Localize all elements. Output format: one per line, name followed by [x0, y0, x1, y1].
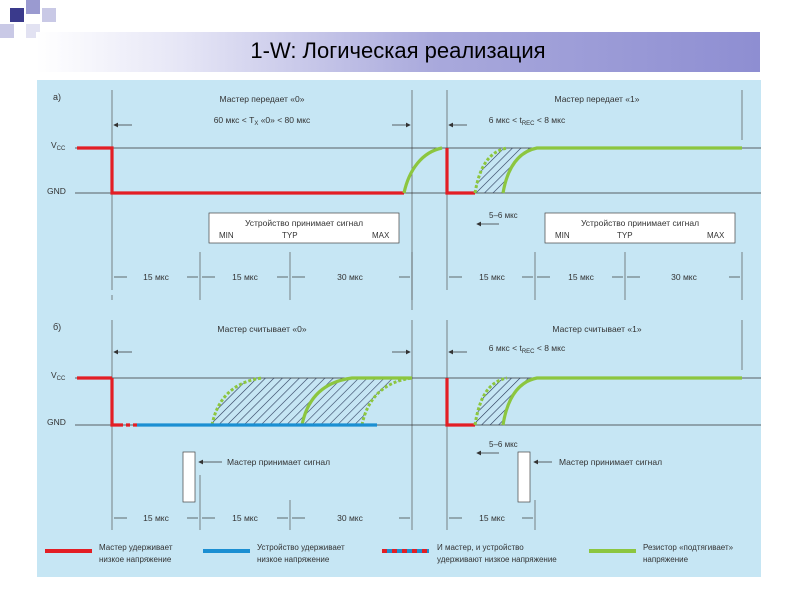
master-receives-text-2: Мастер принимает сигнал: [559, 457, 662, 467]
master-reads-1: Мастер считывает «1»: [552, 324, 641, 334]
min-label-2: MIN: [555, 231, 570, 240]
legend-device-line1: Устройство удерживает: [257, 543, 345, 552]
duration-30-b: 30 мкс: [337, 513, 363, 523]
max-label-1: MAX: [372, 231, 390, 240]
vcc-label-a: VCC: [51, 140, 66, 152]
typ-label-1: TYP: [282, 231, 298, 240]
duration-30-a1: 30 мкс: [337, 272, 363, 282]
duration-15-a1: 15 мкс: [143, 272, 169, 282]
typ-label-2: TYP: [617, 231, 633, 240]
master-sample-window-1: [182, 451, 196, 503]
corner-square-4: [0, 24, 14, 38]
master-sends-0: Мастер передает «0»: [220, 94, 305, 104]
duration-15-b2: 15 мкс: [232, 513, 258, 523]
duration-30-a2: 30 мкс: [671, 272, 697, 282]
duration-15-b3: 15 мкс: [479, 513, 505, 523]
title-band: [36, 32, 760, 72]
timing-1a: 6 мкс < tREC < 8 мкс: [489, 115, 566, 127]
vcc-label-b: VCC: [51, 370, 66, 382]
corner-square-2: [26, 0, 40, 14]
legend-pullup-line1: Резистор «подтягивает»: [643, 543, 734, 552]
legend-master-line1: Мастер удерживает: [99, 543, 173, 552]
rise-hatch-area-b: [475, 378, 537, 425]
duration-15-a3: 15 мкс: [479, 272, 505, 282]
device-receives-text-2: Устройство принимает сигнал: [581, 218, 699, 228]
pullup-curve-b1: [210, 376, 263, 426]
section-a-label: а): [53, 92, 61, 102]
master-receives-text-1: Мастер принимает сигнал: [227, 457, 330, 467]
pullup-curve-b3: [360, 376, 413, 426]
master-reads-0: Мастер считывает «0»: [217, 324, 306, 334]
pullup-curve-b2: [300, 376, 412, 426]
legend-both-line2: удерживают низкое напряжение: [437, 555, 557, 564]
pullup-curve-b4: [473, 376, 508, 426]
master-low-b0: [110, 378, 119, 427]
legend-pullup-line2: напряжение: [643, 555, 689, 564]
master-sends-1: Мастер передает «1»: [555, 94, 640, 104]
section-b-label: б): [53, 322, 61, 332]
legend-device-line2: низкое напряжение: [257, 555, 330, 564]
master-low-signal-0: [77, 146, 404, 195]
max-label-2: MAX: [707, 231, 725, 240]
pullup-curve-b5: [501, 376, 742, 426]
rise-hatch-area-a: [475, 148, 537, 193]
gap-label-b: 5–6 мкс: [489, 440, 518, 449]
duration-15-a2: 15 мкс: [232, 272, 258, 282]
legend-master-line2: низкое напряжение: [99, 555, 172, 564]
device-receives-box-1: [208, 212, 400, 244]
gnd-label-b: GND: [47, 417, 66, 427]
duration-15-a4: 15 мкс: [568, 272, 594, 282]
master-sample-window-2: [517, 451, 531, 503]
slide-title: 1-W: Логическая реализация: [250, 38, 546, 63]
pullup-curve-1b: [501, 146, 742, 194]
timing-0: 60 мкс < TX «0» < 80 мкс: [214, 115, 311, 127]
timing-1b: 6 мкс < tREC < 8 мкс: [489, 343, 566, 355]
device-receives-text-1: Устройство принимает сигнал: [245, 218, 363, 228]
diagram-panel: а) Мастер передает «0» Мастер передает «…: [37, 80, 761, 577]
gnd-label-a: GND: [47, 186, 66, 196]
legend-both-line1: И мастер, и устройство: [437, 543, 524, 552]
duration-15-b1: 15 мкс: [143, 513, 169, 523]
corner-square-1: [10, 8, 24, 22]
gap-label-a: 5–6 мкс: [489, 211, 518, 220]
master-low-b1: [445, 378, 475, 427]
master-low-signal-1: [445, 148, 475, 195]
device-receives-box-2: [544, 212, 736, 244]
min-label-1: MIN: [219, 231, 234, 240]
timing-diagram: а) Мастер передает «0» Мастер передает «…: [45, 90, 761, 564]
pullup-curve-1a: [473, 146, 508, 194]
pullup-curve-0: [402, 146, 443, 194]
corner-square-3: [42, 8, 56, 22]
